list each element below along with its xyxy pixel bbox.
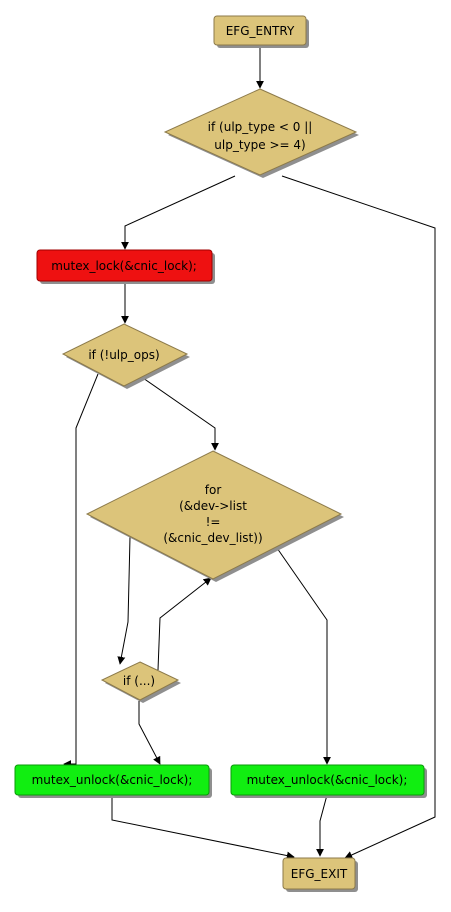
lock-label: mutex_lock(&cnic_lock); <box>51 259 197 273</box>
check-type-line-1: if (ulp_type < 0 || <box>208 120 313 134</box>
entry-node: EFG_ENTRY <box>213 15 309 48</box>
edges <box>63 45 436 860</box>
edge-check-type-to-lock <box>121 175 236 250</box>
if-inner-node: if (...) <box>100 661 181 703</box>
check-type-line-2: ulp_type >= 4) <box>214 138 305 152</box>
lock-node-box <box>36 249 213 282</box>
unlock-right-node: mutex_unlock(&cnic_lock); <box>230 764 427 798</box>
lock-node: mutex_lock(&cnic_lock); <box>36 249 215 284</box>
check-type-node: if (ulp_type < 0 || ulp_type >= 4) <box>163 88 359 178</box>
if-inner-label: if (...) <box>123 674 155 688</box>
check-ops-label: if (!ulp_ops) <box>88 348 159 362</box>
edge-check-ops-to-loop <box>142 377 219 451</box>
loop-line-3: != <box>206 515 221 529</box>
exit-label: EFG_EXIT <box>291 867 348 881</box>
check-ops-diamond <box>61 323 189 387</box>
loop-diamond <box>85 450 343 580</box>
unlock-right-box <box>230 764 425 796</box>
loop-line-4: (&cnic_dev_list)) <box>163 531 262 545</box>
check-ops-node: if (!ulp_ops) <box>61 323 190 389</box>
edge-loop-to-if-inner <box>117 536 131 665</box>
check-type-diamond <box>163 88 358 176</box>
unlock-left-node: mutex_unlock(&cnic_lock); <box>14 764 212 798</box>
edge-if-inner-back-to-loop <box>157 577 212 671</box>
unlock-left-label: mutex_unlock(&cnic_lock); <box>32 773 193 787</box>
edge-unlock-right-to-exit <box>316 794 328 857</box>
if-inner-diamond <box>100 661 180 701</box>
edge-unlock-left-to-exit <box>111 795 295 860</box>
edge-check-type-to-exit <box>281 175 436 859</box>
loop-node: for (&dev->list != (&cnic_dev_list)) <box>85 450 344 582</box>
edge-loop-to-unlock-right <box>276 547 331 765</box>
loop-line-2: (&dev->list <box>179 499 247 513</box>
loop-line-1: for <box>205 483 222 497</box>
edge-check-ops-to-unlock-left <box>63 373 99 768</box>
edge-if-inner-to-unlock-left <box>138 701 161 765</box>
unlock-right-label: mutex_unlock(&cnic_lock); <box>247 773 408 787</box>
entry-label: EFG_ENTRY <box>226 24 295 38</box>
exit-node-box <box>282 857 356 890</box>
exit-node: EFG_EXIT <box>282 857 358 892</box>
unlock-left-box <box>14 764 210 796</box>
entry-node-box <box>213 15 307 46</box>
